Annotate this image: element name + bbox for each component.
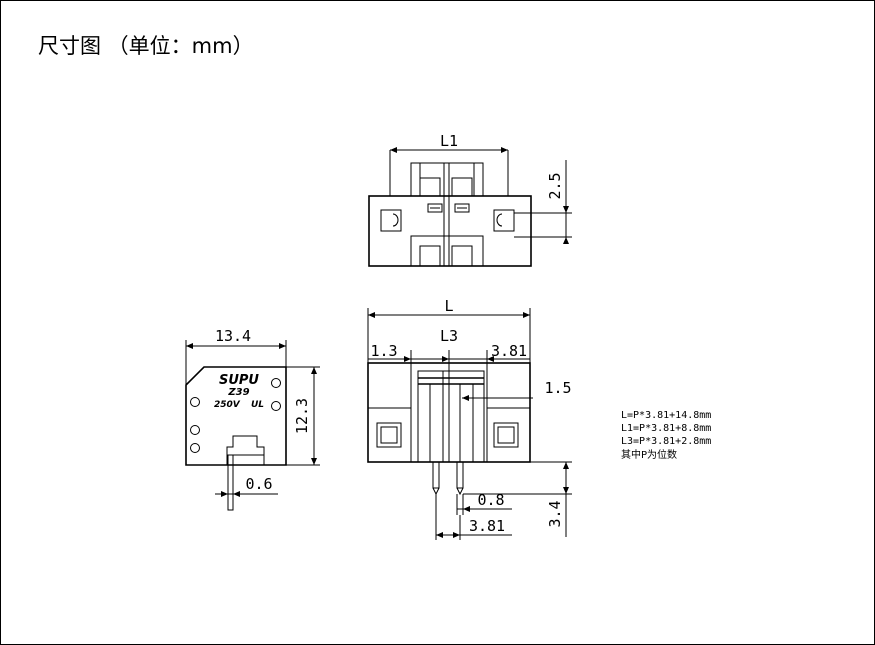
dim-width-label: 13.4 — [215, 327, 251, 345]
front-view: L L3 1.3 3.81 1.5 3.4 0.8 3.81 — [367, 297, 572, 540]
drawing-title: 尺寸图 （单位：mm） — [38, 34, 254, 58]
top-view-insert-left — [380, 209, 402, 232]
front-view-window-right — [493, 422, 519, 448]
marking-cert: UL — [251, 400, 264, 410]
note-line: L1=P*3.81+8.8mm — [621, 423, 711, 434]
formula-notes: L=P*3.81+14.8mm L1=P*3.81+8.8mm L3=P*3.8… — [621, 410, 711, 461]
top-view-slot-left — [419, 177, 441, 197]
marking-model: Z39 — [227, 387, 249, 398]
dim-pin-width-label: 0.8 — [477, 491, 504, 509]
front-view-pin-left — [432, 461, 440, 489]
dim-l3-label: L3 — [440, 327, 458, 345]
marking-brand: SUPU — [219, 373, 259, 388]
dim-height-label: 1.5 — [544, 379, 571, 397]
top-view-upper-block — [410, 162, 484, 197]
dim-pitch-label: 2.5 — [546, 172, 564, 199]
top-view: L1 2.5 — [368, 132, 572, 267]
dim-pin-side-label: 0.6 — [245, 475, 272, 493]
top-view-screw-left — [427, 203, 443, 213]
marking-voltage: 250V — [214, 400, 241, 410]
dim-l1-label: L1 — [440, 132, 458, 150]
top-view-screw-right — [454, 203, 470, 213]
top-view-insert-right — [493, 209, 515, 232]
dim-height-side-label: 12.3 — [293, 398, 311, 434]
dim-left-offset-label: 1.3 — [370, 342, 397, 360]
note-line: L=P*3.81+14.8mm — [621, 410, 711, 421]
side-view-pin — [227, 454, 234, 511]
side-view: SUPU Z39 250V UL 13.4 12.3 0.6 — [185, 327, 320, 511]
dim-l-label: L — [444, 297, 453, 315]
side-view-outline — [185, 366, 287, 466]
top-view-slot-right — [451, 177, 473, 197]
dim-pin-pitch-label: 3.81 — [469, 517, 505, 535]
note-line: L3=P*3.81+2.8mm — [621, 436, 711, 447]
top-view-lower-block — [410, 235, 484, 267]
dim-pin-length-label: 3.4 — [546, 500, 564, 527]
front-view-window-left — [376, 422, 402, 448]
dim-right-offset-label: 3.81 — [491, 342, 527, 360]
front-view-pin-right — [456, 461, 464, 489]
note-line: 其中P为位数 — [621, 448, 677, 461]
